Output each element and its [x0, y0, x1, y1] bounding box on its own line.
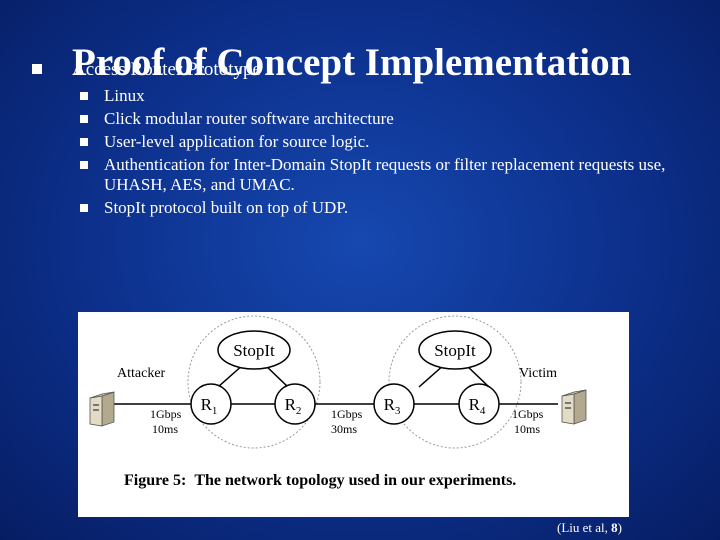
link-right-delay: 10ms	[514, 422, 540, 436]
victim-host-icon	[561, 389, 587, 425]
router-r1-label: R1	[201, 395, 218, 417]
bullet	[80, 204, 88, 212]
router-r3-letter: R	[384, 395, 396, 414]
slide-title: Proof of Concept Implementation	[72, 41, 632, 84]
stopit-right-label: StopIt	[434, 341, 476, 360]
router-r1	[190, 383, 232, 425]
sub-item-label: StopIt protocol built on top of UDP.	[104, 198, 349, 217]
router-r3-label: R3	[384, 395, 401, 417]
sub-item-label: Linux	[104, 86, 145, 105]
sub-item-udp: StopIt protocol built on top of UDP.	[80, 198, 700, 218]
sub-item-label: Authentication for Inter-Domain StopIt r…	[104, 155, 666, 194]
domain-circle-right	[388, 315, 522, 449]
router-r3	[373, 383, 415, 425]
router-r4-letter: R	[469, 395, 481, 414]
sub-item-label: User-level application for source logic.	[104, 132, 370, 151]
link-left-delay: 10ms	[152, 422, 178, 436]
link-left-bandwidth: 1Gbps	[150, 407, 182, 421]
link-mid-delay: 30ms	[331, 422, 357, 436]
sub-list: Linux Click modular router software arch…	[80, 86, 700, 221]
router-r2	[274, 383, 316, 425]
figure-caption-label: Figure 5:	[124, 472, 186, 489]
router-r2-label: R2	[285, 395, 302, 417]
bullet	[80, 92, 88, 100]
citation-close: )	[617, 520, 622, 535]
link-mid-bandwidth: 1Gbps	[331, 407, 363, 421]
figure-caption-text: The network topology used in our experim…	[194, 472, 516, 489]
stopit-server-right	[418, 330, 492, 370]
router-r4	[458, 383, 500, 425]
sub-item-authentication: Authentication for Inter-Domain StopIt r…	[80, 155, 700, 195]
sub-item-user-level: User-level application for source logic.	[80, 132, 700, 152]
network-topology-figure: StopIt StopIt R1 R2 R3 R4 Attacker Vict	[78, 312, 629, 517]
router-r2-letter: R	[285, 395, 297, 414]
sub-item-label: Click modular router software architectu…	[104, 109, 394, 128]
router-r2-sub: 2	[296, 405, 302, 417]
stopit-server-left	[217, 330, 291, 370]
sub-item-linux: Linux	[80, 86, 700, 106]
top-bullet	[32, 64, 42, 74]
domain-circle-left	[187, 315, 321, 449]
figure-caption: Figure 5: The network topology used in ou…	[124, 472, 516, 489]
topology-diagram: StopIt StopIt R1 R2 R3 R4 Attacker Vict	[89, 315, 587, 489]
top-item: Access Router Prototype	[72, 59, 261, 80]
attacker-label: Attacker	[117, 366, 166, 381]
attacker-host-icon	[89, 391, 115, 427]
citation-text: (Liu et al,	[557, 520, 612, 535]
link-right-bandwidth: 1Gbps	[512, 407, 544, 421]
bullet	[80, 161, 88, 169]
router-r3-sub: 3	[395, 405, 401, 417]
bullet	[80, 138, 88, 146]
victim-label: Victim	[519, 366, 557, 381]
router-r1-sub: 1	[212, 405, 218, 417]
router-r4-label: R4	[469, 395, 486, 417]
stopit-left-label: StopIt	[233, 341, 275, 360]
router-r1-letter: R	[201, 395, 213, 414]
citation-page: 8	[611, 520, 618, 535]
bullet	[80, 115, 88, 123]
citation: (Liu et al, 8)	[557, 520, 622, 536]
router-r4-sub: 4	[480, 405, 486, 417]
sub-item-click: Click modular router software architectu…	[80, 109, 700, 129]
